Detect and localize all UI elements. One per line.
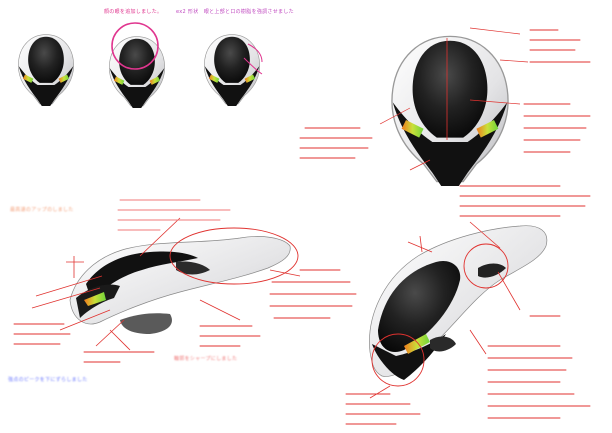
annotation-block-right-middle bbox=[523, 103, 591, 153]
annotation-block-side-top bbox=[117, 199, 231, 231]
annotation-block-side-bottom bbox=[13, 323, 261, 363]
annotation-block-center bbox=[299, 127, 373, 159]
annotation-block-3q-right bbox=[487, 315, 591, 419]
three-quarter-view-sketch bbox=[369, 225, 548, 380]
side-view-sketch bbox=[69, 236, 291, 334]
annotation-block-3q-bottom bbox=[345, 393, 421, 425]
note-left-blue: 強点のピークを下にずらしました bbox=[8, 376, 88, 383]
three-quarter-dimension-marks bbox=[369, 221, 521, 399]
front-view-large-sketch bbox=[390, 35, 510, 188]
front-view-sketch-1 bbox=[17, 34, 75, 107]
side-view-dimension-marks bbox=[31, 217, 301, 351]
front-view-sketch-2 bbox=[108, 36, 166, 109]
annotation-block-top-right bbox=[529, 29, 591, 63]
note-left-orange: 最高速のアップのしました bbox=[10, 206, 74, 213]
three-quarter-red-circle-bottom bbox=[371, 333, 425, 387]
note-top-pink: 顔の眼を追加しました。 bbox=[104, 8, 162, 15]
pink-highlight-circle bbox=[111, 22, 159, 70]
side-view-red-ellipse bbox=[169, 227, 299, 285]
annotation-block-3q-top bbox=[459, 185, 591, 217]
note-top-magenta: ex2 形状 眼と上部と口の樹脂を強調させました bbox=[176, 8, 294, 15]
three-quarter-red-circle-top bbox=[463, 243, 509, 289]
note-left-pink: 輪郭をシャープにしました bbox=[174, 355, 237, 362]
annotation-block-side-right bbox=[269, 269, 357, 319]
